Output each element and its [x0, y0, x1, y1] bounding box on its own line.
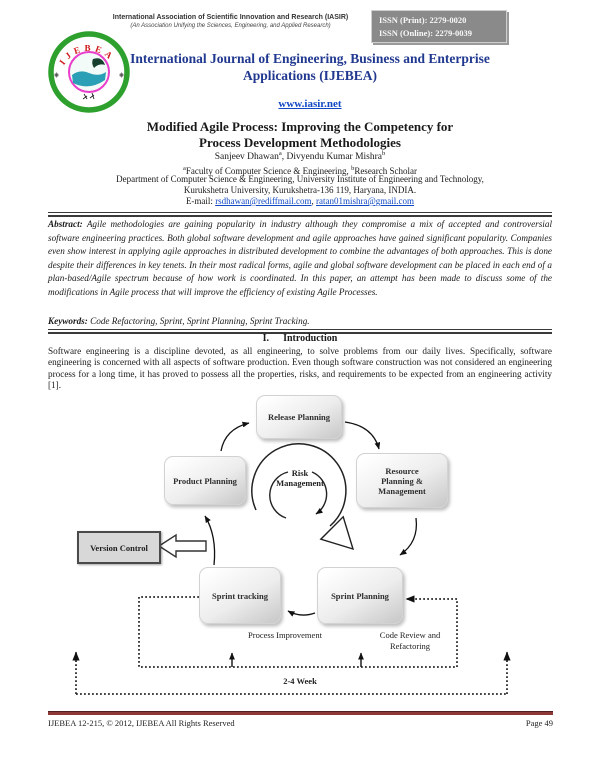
email-separator: ,: [311, 196, 317, 206]
node-sprint-planning: Sprint Planning: [317, 567, 403, 624]
agile-process-diagram: Release Planning Product Planning Resour…: [48, 392, 552, 706]
paper-title-line2: Process Development Methodologies: [199, 135, 401, 150]
issn-online: ISSN (Online): 2279-0039: [379, 28, 473, 38]
arrow-sprint-tracking-to-product: [204, 515, 216, 566]
label-code-review-refactoring: Code Review and Refactoring: [379, 630, 441, 651]
journal-title: International Journal of Engineering, Bu…: [95, 50, 525, 84]
node-version-control: Version Control: [77, 531, 161, 564]
risk-cycle-inner-arc-left: [269, 471, 289, 519]
affil-role-a: Faculty of Computer Science & Engineerin…: [185, 166, 352, 176]
paper-title: Modified Agile Process: Improving the Co…: [48, 119, 552, 151]
email-line: E-mail: rsdhawan@rediffmail.com, ratan01…: [48, 196, 552, 207]
authors-line: Sanjeev Dhawana, Divyendu Kumar Mishrab: [48, 150, 552, 162]
keywords-line: Keywords: Code Refactoring, Sprint, Spri…: [48, 316, 552, 326]
paper-title-line1: Modified Agile Process: Improving the Co…: [146, 119, 454, 134]
node-release-planning: Release Planning: [256, 395, 342, 439]
affiliation-roles: aFaculty of Computer Science & Engineeri…: [48, 163, 552, 177]
logo-left-star-icon: [54, 72, 59, 78]
journal-title-line1: International Journal of Engineering, Bu…: [130, 51, 490, 66]
node-resource-planning-management: Resource Planning & Management: [356, 453, 448, 508]
arrow-resource-to-sprint-planning: [399, 517, 418, 556]
abstract-text: Agile methodologies are gaining populari…: [48, 219, 552, 297]
arrow-release-to-resource: [344, 421, 381, 450]
divider-above-abstract: [48, 212, 552, 218]
dotted-feedback-loop: [138, 595, 458, 668]
keywords-text: Code Refactoring, Sprint, Sprint Plannin…: [87, 316, 310, 326]
arrow-sprint-planning-to-sprint-tracking: [287, 610, 316, 617]
association-name: International Association of Scientific …: [112, 14, 349, 21]
footer-rule: [48, 711, 553, 715]
footer-copyright: IJEBEA 12-215, © 2012, IJEBEA All Rights…: [48, 718, 235, 728]
website-link[interactable]: www.iasir.net: [278, 98, 342, 110]
author-1: Sanjeev Dhawan: [214, 152, 279, 163]
email-link-1[interactable]: rsdhawan@rediffmail.com: [215, 196, 312, 206]
label-risk-management: Risk Management: [276, 468, 324, 488]
ijebea-logo-icon: IJEBEA: [47, 30, 131, 114]
affiliation-department: Department of Computer Science & Enginee…: [116, 174, 484, 184]
author-2: , Divyendu Kumar Mishra: [281, 152, 382, 163]
affil-sup-b: b: [351, 165, 355, 172]
label-cycle-duration: 2-4 Week: [283, 676, 317, 686]
email-link-2[interactable]: ratan01mishra@gmail.com: [316, 196, 415, 206]
logo-water-shape: [72, 71, 106, 87]
node-sprint-tracking: Sprint tracking: [199, 567, 281, 624]
risk-cycle-inner-arc-right: [311, 471, 328, 515]
risk-cycle-big-arrowhead-icon: [319, 515, 355, 551]
association-header: International Association of Scientific …: [98, 13, 363, 30]
issn-box: ISSN (Print): 2279-0020 ISSN (Online): 2…: [371, 10, 507, 43]
logo-bottom-marks: [82, 92, 95, 100]
author-1-sup: a: [278, 150, 282, 157]
page-footer: IJEBEA 12-215, © 2012, IJEBEA All Rights…: [48, 718, 553, 728]
abstract-label: Abstract:: [48, 219, 83, 229]
issn-print: ISSN (Print): 2279-0020: [379, 15, 467, 25]
logo-right-star-icon: [119, 72, 124, 78]
arrow-product-to-release: [220, 421, 250, 452]
footer-page-number: Page 49: [525, 718, 553, 728]
logo-bird-shape: [92, 58, 105, 68]
risk-cycle-outer-arc: [251, 443, 347, 527]
association-tagline: (An Association Unifying the Sciences, E…: [130, 23, 331, 29]
section-number: I.: [262, 333, 270, 344]
label-process-improvement: Process Improvement: [248, 630, 322, 640]
journal-title-line2: Applications (IJEBEA): [243, 68, 377, 83]
email-label: E-mail:: [185, 196, 216, 206]
abstract-paragraph: Abstract: Agile methodologies are gainin…: [48, 218, 552, 300]
journal-website: www.iasir.net: [95, 94, 525, 112]
affiliation-university: Kurukshetra University, Kurukshetra-136 …: [183, 185, 417, 195]
affil-sup-a: a: [182, 165, 186, 172]
introduction-paragraph: Software engineering is a discipline dev…: [48, 346, 552, 391]
diagram-connectors: [72, 421, 511, 695]
author-2-sup: b: [382, 150, 386, 157]
section-heading-introduction: I. Introduction: [48, 333, 552, 344]
divider-below-keywords: [48, 329, 552, 335]
node-product-planning: Product Planning: [164, 456, 246, 505]
ijebea-logo-svg: IJEBEA: [48, 31, 130, 113]
keywords-label: Keywords:: [48, 316, 88, 326]
block-arrow-to-version-control-icon: [157, 533, 207, 559]
section-title: Introduction: [283, 333, 338, 344]
affil-role-b: Research Scholar: [354, 166, 418, 176]
